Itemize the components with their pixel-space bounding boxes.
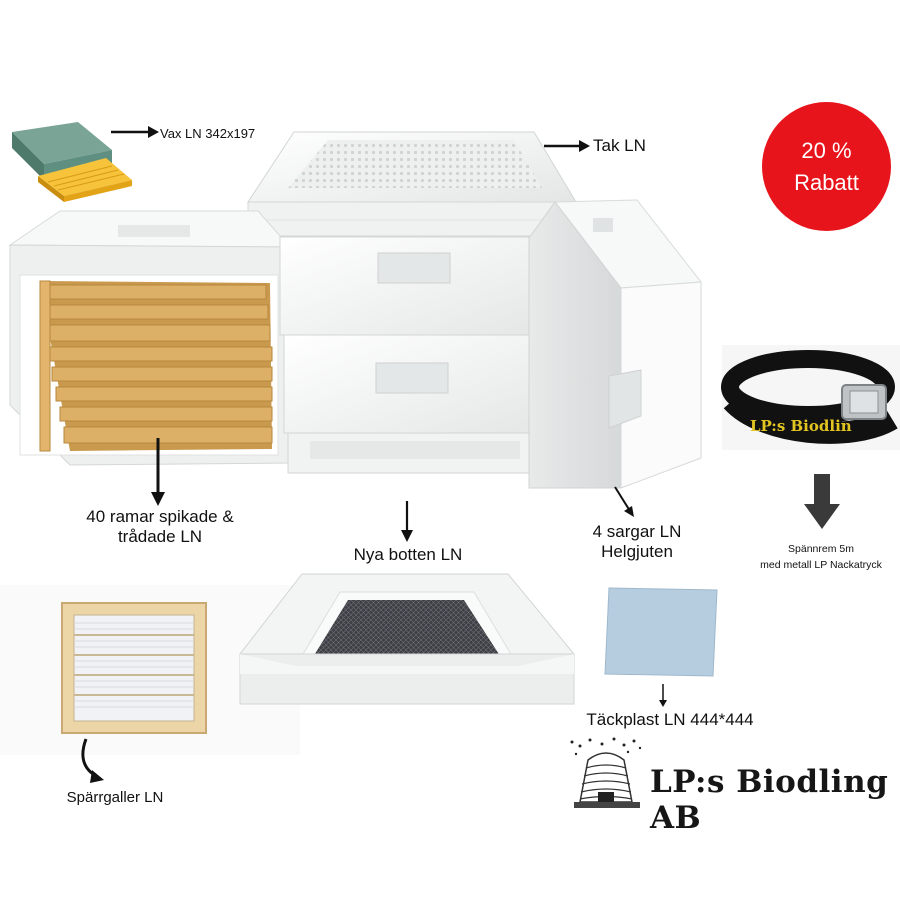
curved-arrow-icon: [81, 738, 104, 783]
excluder-label: Spärrgaller LN: [66, 789, 164, 806]
arrow-down-icon: [614, 486, 634, 517]
arrow-right-icon: [544, 140, 590, 152]
frames-label-line1: 40 ramar spikade &: [86, 507, 234, 526]
cover-plastic-image: [604, 587, 718, 677]
arrow-right-icon: [111, 126, 159, 138]
strap-image: LP:s Biodlin: [721, 345, 900, 450]
beehive-skep-icon: [570, 737, 642, 808]
discount-badge: 20 % Rabatt: [762, 102, 891, 231]
discount-percent: 20 %: [801, 137, 852, 163]
wax-sheets-image: [12, 122, 132, 202]
sides-label-line1: 4 sargar LN: [592, 522, 682, 541]
sides-label-line2: Helgjuten: [601, 542, 673, 562]
roof-image: [247, 131, 577, 237]
arrow-down-icon: [659, 684, 667, 707]
frames-box-image: [8, 210, 293, 466]
arrow-down-icon: [401, 501, 413, 542]
discount-text: Rabatt: [794, 169, 859, 195]
frames-label-line2: trådade LN: [117, 527, 203, 547]
roof-label: Tak LN: [593, 136, 646, 155]
strap-label-line1: Spännrem 5m: [788, 543, 854, 555]
hive-boxes-image: [279, 236, 555, 474]
company-logo-text: LP:s Biodling AB: [650, 764, 889, 836]
sides-label: 4 sargar LN Helgjuten: [572, 522, 702, 563]
arrow-down-icon: [151, 438, 165, 506]
bottom-label: Nya botten LN: [353, 545, 463, 564]
cover-plastic-label: Täckplast LN 444*444: [586, 710, 754, 729]
strap-print: LP:s Biodlin: [750, 417, 852, 435]
wax-label: Vax LN 342x197: [160, 126, 256, 141]
bottom-board-image: [238, 573, 576, 705]
arrow-down-icon: [804, 474, 840, 529]
strap-label-line2: med metall LP Nackatryck: [760, 559, 882, 572]
side-box-image: [528, 199, 702, 489]
frames-label: 40 ramar spikade & trådade LN: [40, 507, 280, 548]
strap-label: Spännrem 5m med metall LP Nackatryck: [735, 541, 900, 574]
